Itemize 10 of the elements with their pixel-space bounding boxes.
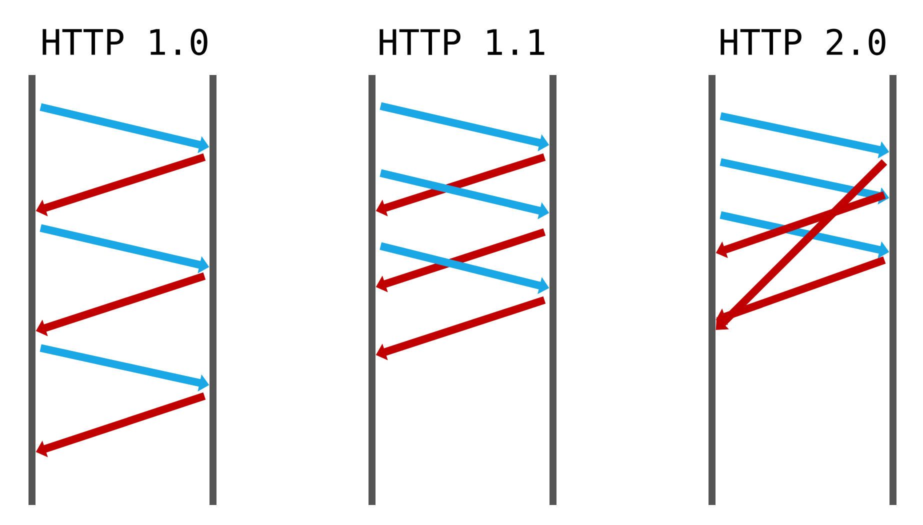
lifeline-bar — [550, 75, 556, 505]
panel-title: HTTP 1.0 — [42, 28, 208, 56]
panel-title: HTTP 2.0 — [720, 28, 886, 56]
arrow — [716, 159, 888, 330]
lifeline-bar — [210, 75, 216, 505]
lifeline-bar — [368, 75, 376, 505]
lifeline-bar — [708, 75, 716, 505]
lifeline-bar — [890, 75, 897, 505]
lifeline-bar — [28, 75, 36, 505]
panel-title: HTTP 1.1 — [380, 29, 544, 55]
